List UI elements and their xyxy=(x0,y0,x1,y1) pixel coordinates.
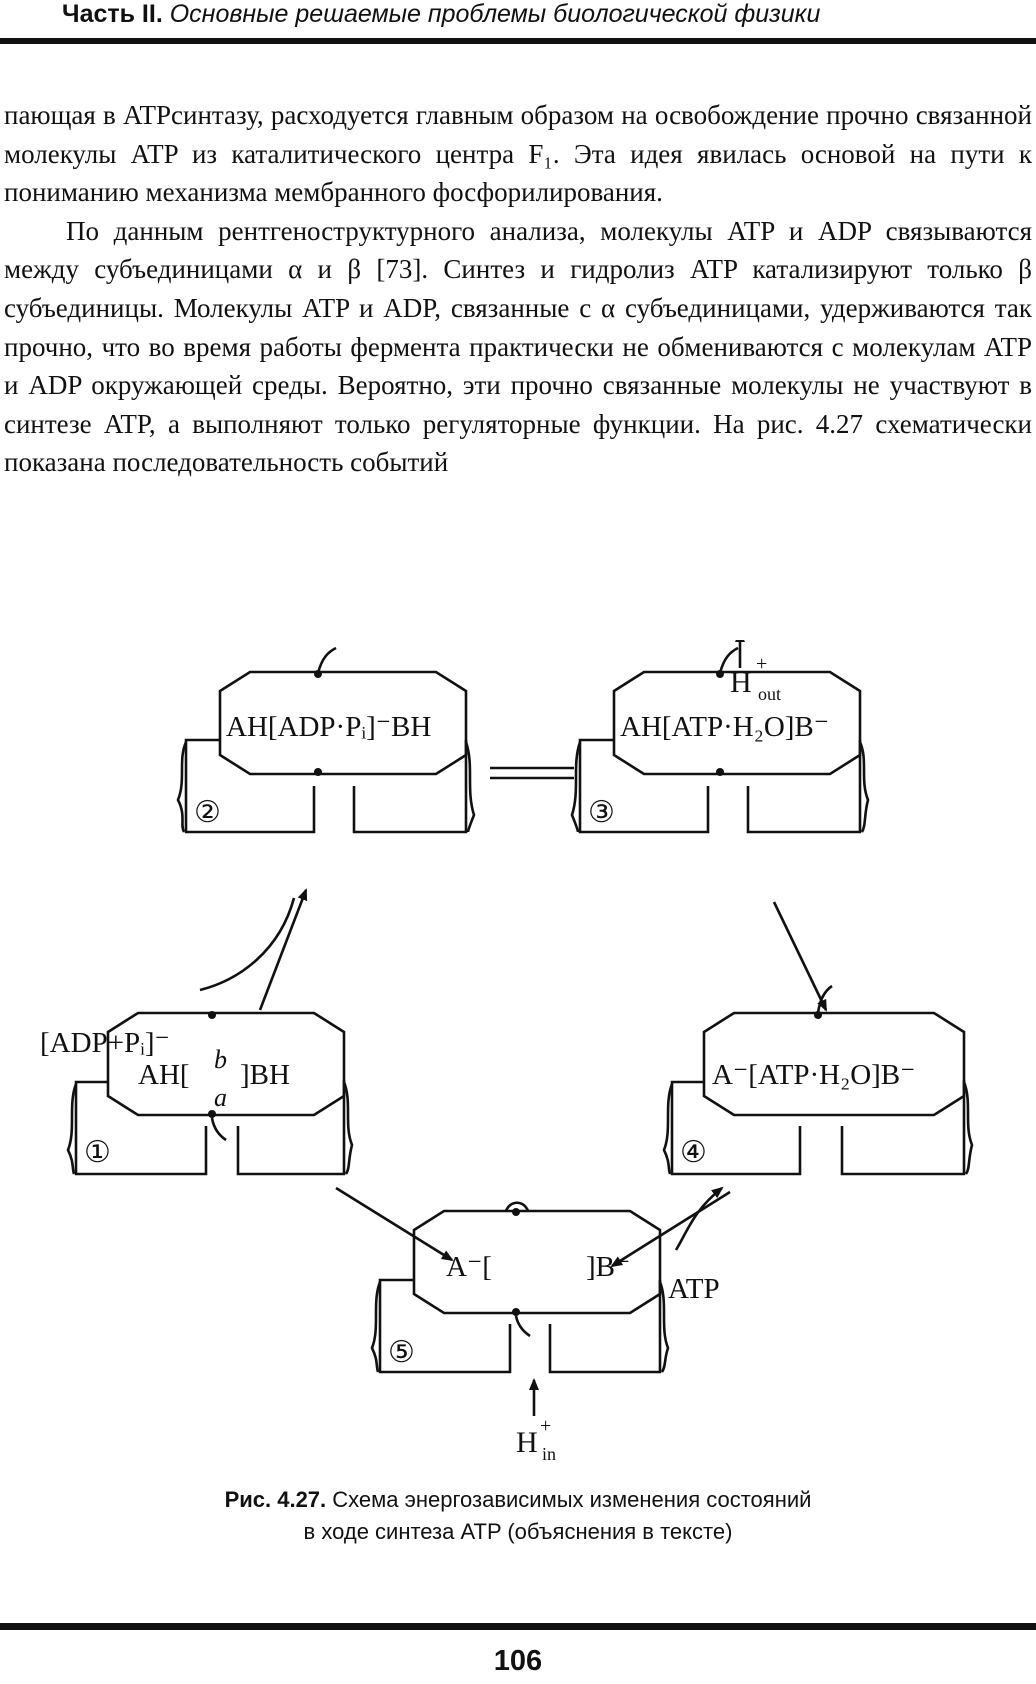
atp-product-label: ATP xyxy=(668,1273,720,1305)
state-4-complex xyxy=(662,984,974,1176)
caption-line-1: Схема энергозависимых изменения состояни… xyxy=(332,1487,812,1512)
svg-text:out: out xyxy=(758,684,781,704)
paragraph-1: пающая в ATPсинтазу, расходуется главным… xyxy=(4,100,1032,208)
proton-out-label: H + out xyxy=(730,653,781,704)
svg-text:H: H xyxy=(730,666,752,699)
state-2-number: ② xyxy=(194,796,221,829)
header-rule xyxy=(0,38,1036,44)
body-text: пающая в ATPсинтазу, расходуется главным… xyxy=(4,96,1032,482)
svg-text:+: + xyxy=(756,653,767,675)
header-section-title: Основные решаемые проблемы биологической… xyxy=(169,0,821,28)
arrow-3-to-4 xyxy=(772,901,828,1012)
state-1-label-right: ]BH xyxy=(240,1059,290,1091)
state-2-label: AH[ADP·Pᵢ]⁻BH xyxy=(226,711,431,743)
state-5-number: ⑤ xyxy=(388,1336,415,1369)
site-a-label: a xyxy=(214,1083,227,1112)
state-5-complex xyxy=(370,1201,670,1416)
caption-line-2: в ходе синтеза ATP (объяснения в тексте) xyxy=(303,1519,733,1544)
caption-label: Рис. 4.27. xyxy=(224,1487,327,1512)
running-header: Часть II. Основные решаемые проблемы био… xyxy=(0,0,1036,36)
state-2-complex xyxy=(176,646,476,834)
figure-atp-synthesis-scheme: AH[ADP·Pᵢ]⁻BH ② AH[ATP·H₂O]B⁻ ③ AH[ ]BH … xyxy=(0,640,1036,1480)
state-3-number: ③ xyxy=(588,796,615,829)
paragraph-2: По данным рентгеноструктурного анализа, … xyxy=(4,215,1032,478)
state-1-complex xyxy=(66,1011,354,1176)
figure-caption: Рис. 4.27. Схема энергозависимых изменен… xyxy=(0,1484,1036,1548)
state-4-number: ④ xyxy=(680,1136,707,1169)
adp-pi-label: [ADP+Pᵢ]⁻ xyxy=(40,1027,170,1059)
binding-site-dots xyxy=(208,670,822,1316)
state-1-label-left: AH[ xyxy=(138,1059,190,1091)
arrow-1-to-2 xyxy=(258,888,308,1011)
state-3-label: AH[ATP·H₂O]B⁻ xyxy=(620,711,829,743)
state-3-complex xyxy=(570,640,870,834)
proton-in-label: H + in xyxy=(516,1415,556,1464)
header-part-label: Часть II. xyxy=(62,0,163,28)
svg-text:H: H xyxy=(516,1426,538,1459)
arrow-5-to-1 xyxy=(335,1186,454,1262)
adp-binding-curve xyxy=(199,897,296,992)
state-5-label-right: ]B⁻ xyxy=(586,1251,630,1283)
arrow-4-to-5 xyxy=(610,1190,731,1268)
state-4-label: A⁻[ATP·H₂O]B⁻ xyxy=(712,1059,915,1091)
footer-rule xyxy=(0,1623,1036,1630)
atp-release-curve xyxy=(674,1186,724,1251)
state-1-number: ① xyxy=(84,1136,111,1169)
page-number: 106 xyxy=(493,1645,543,1677)
header-text: Часть II. Основные решаемые проблемы био… xyxy=(62,0,820,29)
svg-text:in: in xyxy=(542,1444,556,1464)
state-5-label-left: A⁻[ xyxy=(446,1251,492,1283)
svg-text:+: + xyxy=(540,1415,551,1437)
site-b-label: b xyxy=(214,1045,227,1074)
